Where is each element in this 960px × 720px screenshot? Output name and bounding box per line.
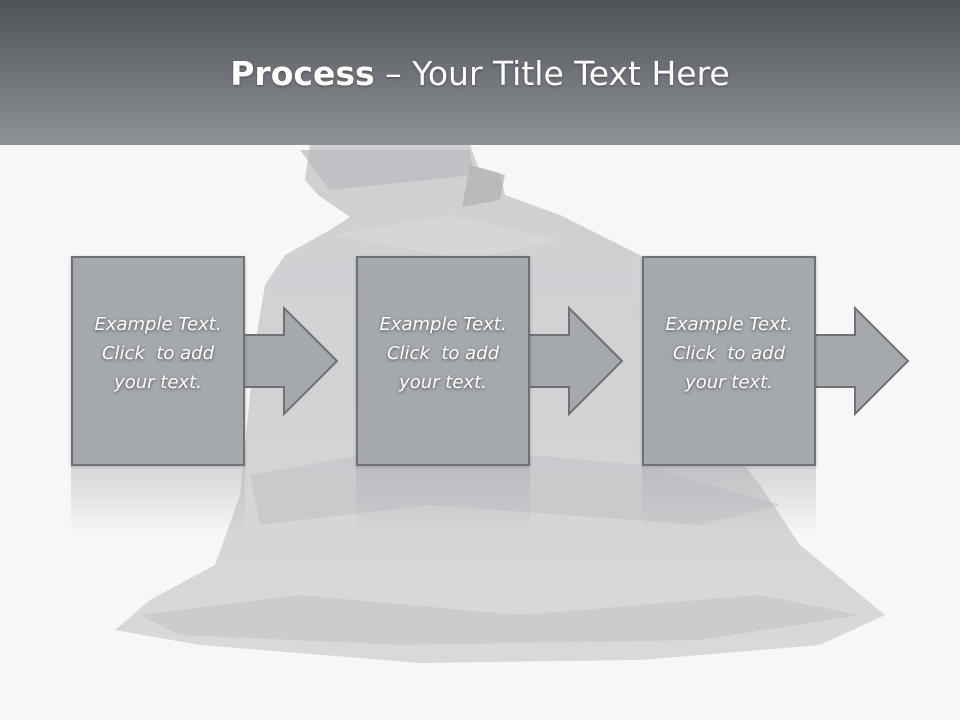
- step-text-line-2: Click to add: [101, 343, 214, 364]
- step-text[interactable]: Example Text. Click to add your text.: [358, 310, 528, 397]
- step-text-line-1: Example Text.: [94, 314, 222, 335]
- step-text-line-3: your text.: [399, 372, 487, 393]
- step-reflection: [356, 466, 530, 536]
- arrow-right-icon: [242, 305, 339, 417]
- step-box[interactable]: [642, 256, 816, 466]
- step-text[interactable]: Example Text. Click to add your text.: [73, 310, 243, 397]
- title-bold: Process: [230, 54, 375, 93]
- step-reflection: [71, 466, 245, 536]
- process-step-3[interactable]: Example Text. Click to add your text.: [642, 256, 942, 466]
- title-banner: [0, 0, 960, 145]
- step-text-line-1: Example Text.: [379, 314, 507, 335]
- step-text-line-3: your text.: [114, 372, 202, 393]
- slide-title[interactable]: Process – Your Title Text Here: [0, 52, 960, 96]
- arrow-right-icon: [527, 305, 624, 417]
- step-text-line-3: your text.: [685, 372, 773, 393]
- step-reflection: [642, 466, 816, 536]
- process-step-2[interactable]: Example Text. Click to add your text.: [356, 256, 656, 466]
- title-rest: – Your Title Text Here: [374, 54, 730, 93]
- step-box[interactable]: [356, 256, 530, 466]
- step-text[interactable]: Example Text. Click to add your text.: [644, 310, 814, 397]
- step-text-line-2: Click to add: [386, 343, 499, 364]
- step-box[interactable]: [71, 256, 245, 466]
- arrow-right-icon: [813, 305, 910, 417]
- step-text-line-2: Click to add: [672, 343, 785, 364]
- process-step-1[interactable]: Example Text. Click to add your text.: [71, 256, 371, 466]
- step-text-line-1: Example Text.: [665, 314, 793, 335]
